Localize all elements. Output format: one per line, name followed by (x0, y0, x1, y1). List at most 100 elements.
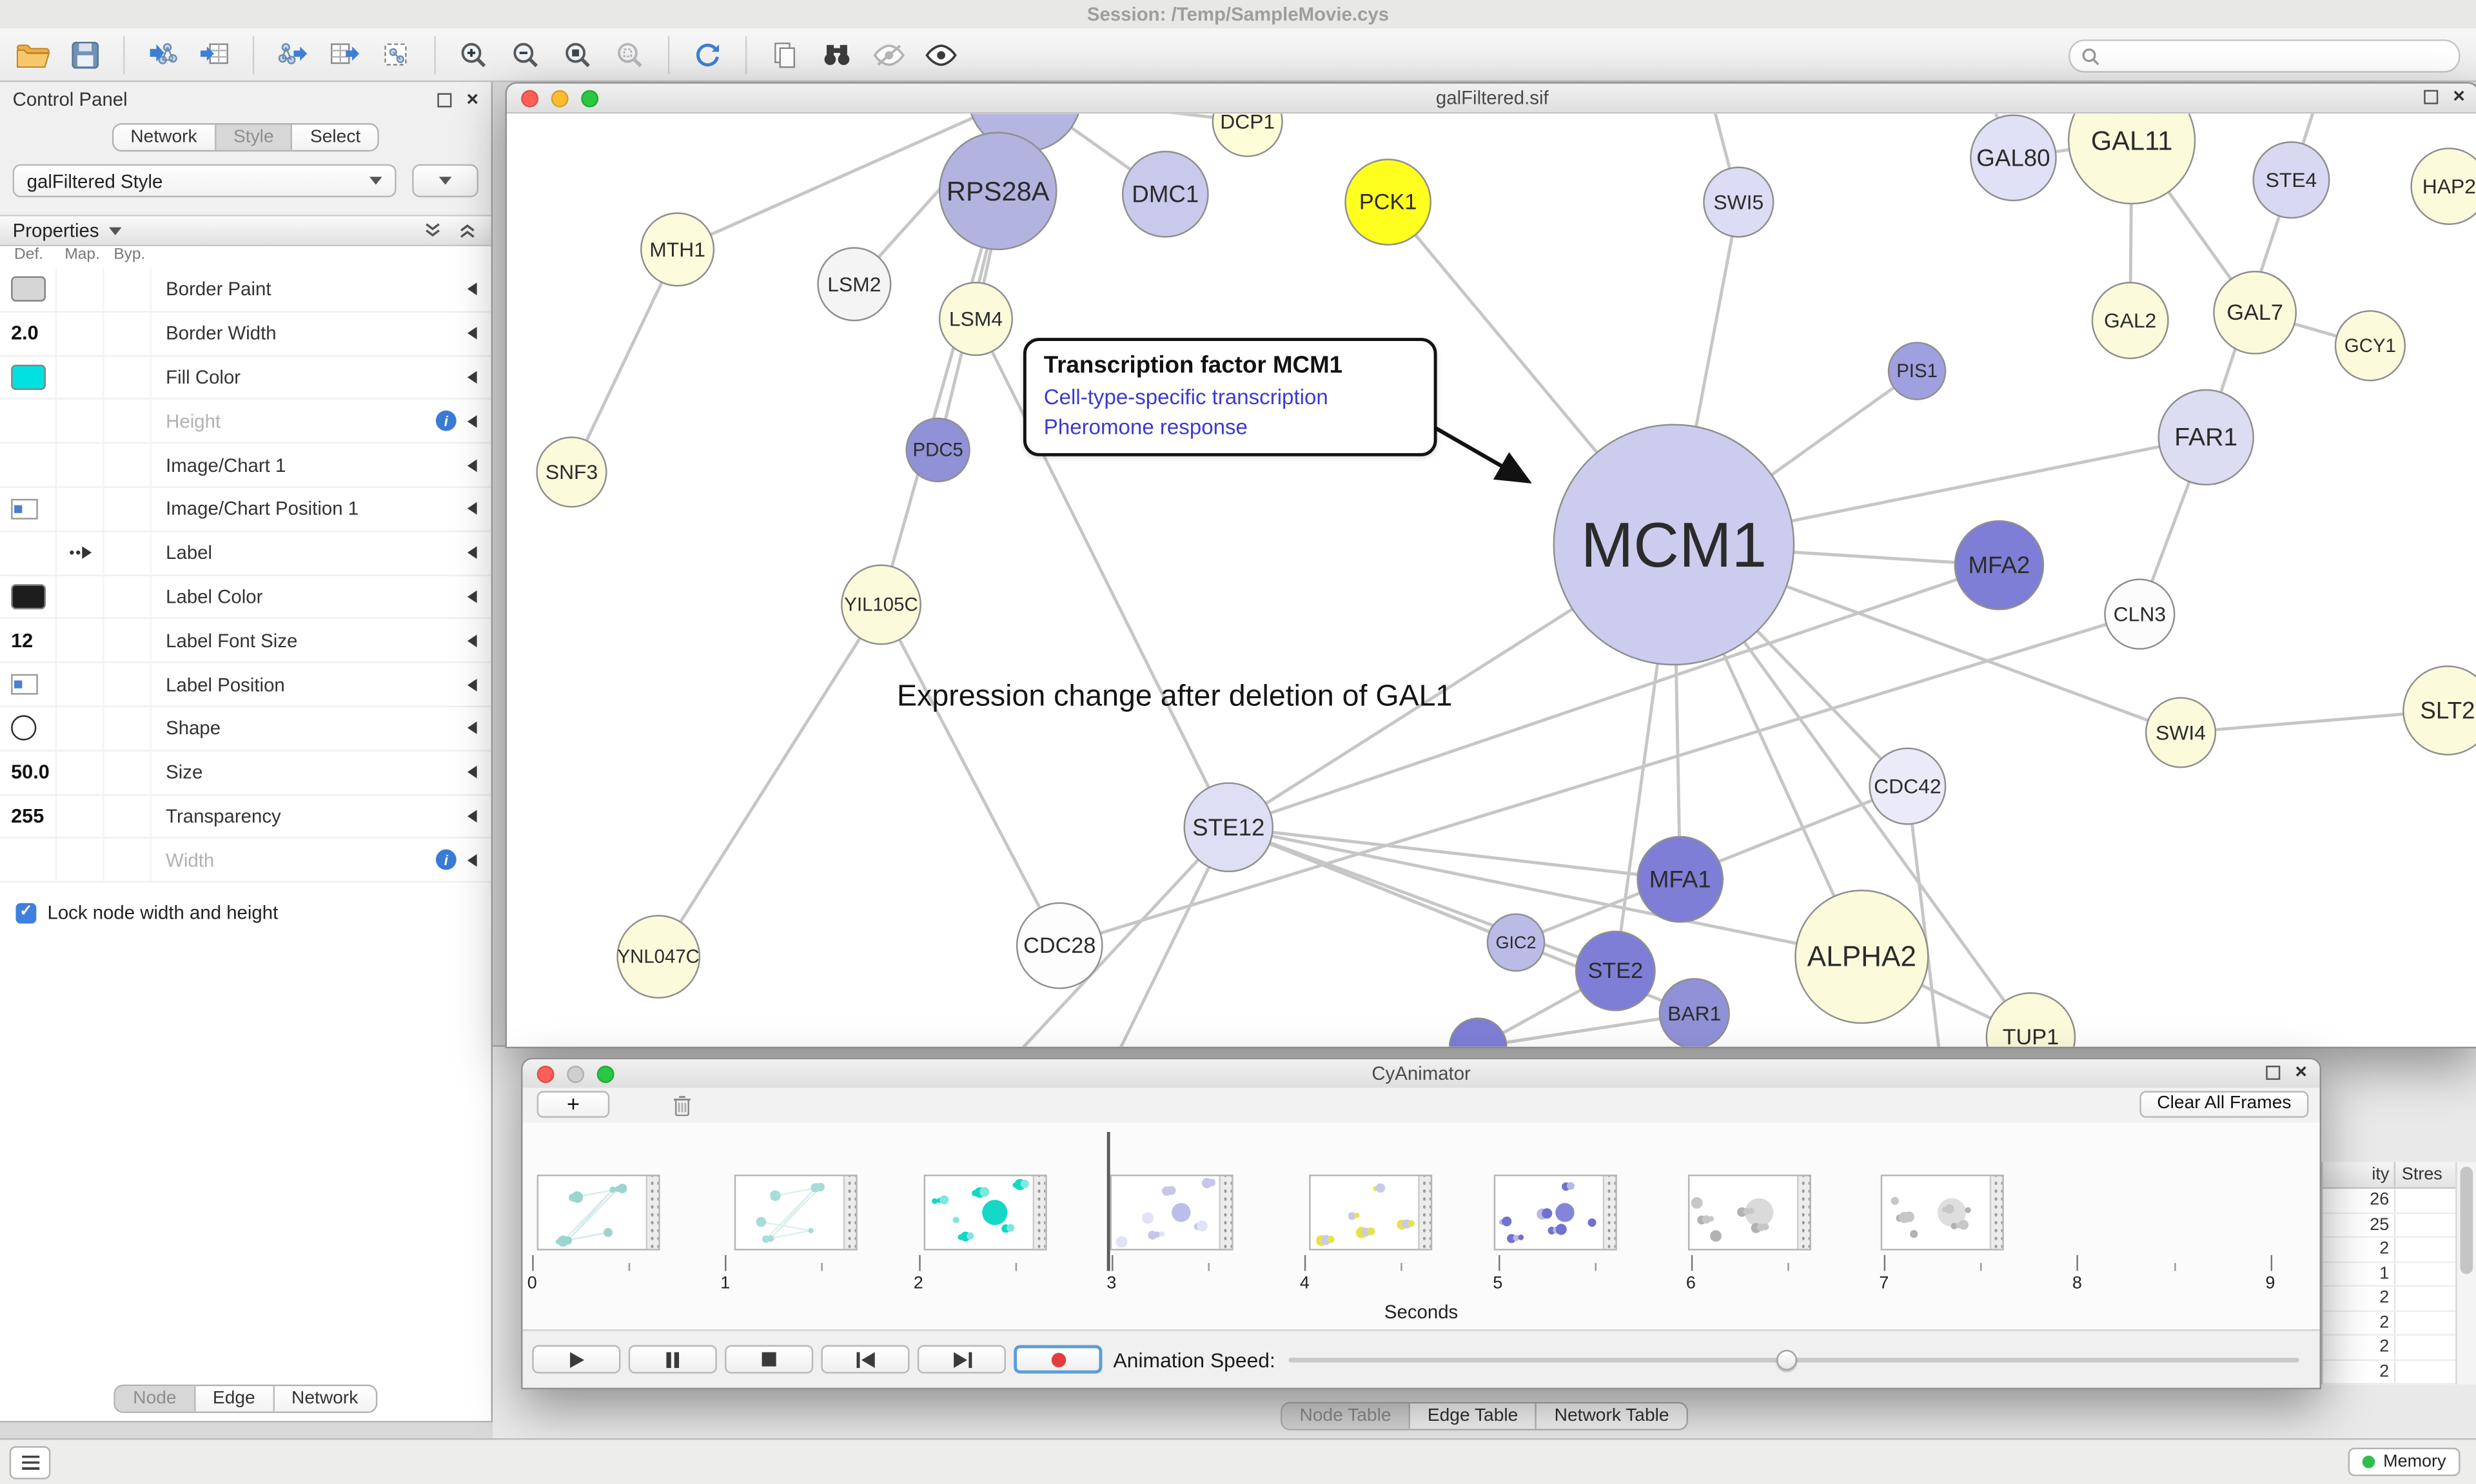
property-bypass-cell[interactable] (104, 795, 152, 837)
property-mapping-cell[interactable] (57, 619, 104, 662)
zoom-selected-button[interactable] (606, 33, 653, 75)
property-bypass-cell[interactable] (104, 619, 152, 662)
animation-speed-slider[interactable] (1288, 1349, 2299, 1371)
property-default-cell[interactable] (0, 707, 57, 750)
export-table-button[interactable] (320, 33, 368, 75)
frame-drag-handle[interactable] (1219, 1176, 1232, 1249)
close-window-button[interactable] (521, 90, 539, 108)
skip-to-end-button[interactable] (917, 1345, 1007, 1374)
network-node-HAP2[interactable]: HAP2 (2410, 147, 2476, 225)
property-mapping-cell[interactable] (57, 400, 104, 443)
property-mapping-cell[interactable] (57, 444, 104, 487)
close-view-icon[interactable]: × (2295, 1059, 2307, 1084)
zoom-out-button[interactable] (502, 33, 549, 75)
network-node-PCK1[interactable]: PCK1 (1344, 159, 1432, 246)
property-mapping-cell[interactable] (57, 663, 104, 706)
column-header[interactable]: Stres (2401, 1165, 2442, 1184)
column-header[interactable]: ity (2323, 1162, 2396, 1187)
property-bypass-cell[interactable] (104, 268, 152, 311)
pause-button[interactable] (628, 1345, 717, 1374)
frame-drag-handle[interactable] (843, 1176, 856, 1249)
float-window-icon[interactable] (2424, 89, 2439, 104)
frame-thumbnail[interactable] (923, 1175, 1047, 1251)
property-bypass-cell[interactable] (104, 356, 152, 399)
frame-drag-handle[interactable] (1602, 1176, 1616, 1249)
property-bypass-cell[interactable] (104, 751, 152, 794)
style-selector-combobox[interactable]: galFiltered Style (12, 164, 397, 198)
expand-row-arrow[interactable] (467, 371, 477, 384)
annotation-box[interactable]: Transcription factor MCM1 Cell-type-spec… (1023, 338, 1437, 456)
info-icon[interactable]: i (435, 850, 457, 871)
network-node-ALPHA2[interactable]: ALPHA2 (1794, 890, 1929, 1024)
property-bypass-cell[interactable] (104, 839, 152, 881)
style-property-row[interactable]: Label Color (0, 575, 491, 620)
network-node-GCY1[interactable]: GCY1 (2334, 310, 2406, 382)
slider-handle[interactable] (1776, 1349, 1797, 1371)
network-node-LSM2[interactable]: LSM2 (817, 247, 892, 322)
network-node-MCM1[interactable]: MCM1 (1553, 424, 1795, 666)
style-options-button[interactable] (412, 164, 479, 198)
global-search-field[interactable] (2068, 39, 2461, 73)
network-node-PDC5[interactable]: PDC5 (905, 417, 970, 483)
minimize-window-button[interactable] (567, 1066, 585, 1084)
expand-row-arrow[interactable] (467, 854, 477, 866)
add-frame-button[interactable]: + (536, 1091, 610, 1118)
property-mapping-cell[interactable] (57, 575, 104, 618)
network-node-CDC42[interactable]: CDC42 (1869, 747, 1947, 825)
expand-row-arrow[interactable] (467, 283, 477, 296)
network-node-MFA2[interactable]: MFA2 (1954, 520, 2045, 610)
property-mapping-cell[interactable] (57, 751, 104, 794)
property-mapping-cell[interactable] (57, 268, 104, 311)
table-row[interactable]: 2 (2323, 1360, 2459, 1385)
network-node-TUP1[interactable]: TUP1 (1985, 992, 2076, 1047)
network-node-YIL105C[interactable]: YIL105C (841, 564, 921, 645)
clear-all-frames-button[interactable]: Clear All Frames (2139, 1091, 2309, 1118)
search-network-button[interactable] (813, 33, 860, 75)
table-row[interactable]: 1 (2323, 1262, 2459, 1287)
network-node-PIS1[interactable]: PIS1 (1887, 342, 1947, 400)
show-all-button[interactable] (918, 33, 965, 75)
network-node-CDC28[interactable]: CDC28 (1016, 902, 1103, 990)
open-session-button[interactable] (10, 33, 57, 75)
network-node-FAR1[interactable]: FAR1 (2157, 389, 2254, 486)
collapse-all-icon[interactable] (457, 221, 478, 240)
frame-thumbnail[interactable] (1687, 1175, 1811, 1251)
property-default-cell[interactable] (0, 575, 57, 618)
float-panel-icon[interactable] (438, 92, 453, 107)
network-node-SLT2[interactable]: SLT2 (2402, 665, 2476, 756)
close-panel-icon[interactable]: × (466, 86, 479, 111)
property-mapping-cell[interactable] (57, 312, 104, 355)
memory-button[interactable]: Memory (2348, 1447, 2461, 1476)
tab-node-style[interactable]: Node (115, 1386, 195, 1412)
frame-thumbnail[interactable] (1880, 1175, 2004, 1251)
expand-row-arrow[interactable] (467, 458, 477, 472)
property-bypass-cell[interactable] (104, 400, 152, 443)
frame-thumbnail[interactable] (1493, 1175, 1617, 1251)
network-node-SWI5[interactable]: SWI5 (1703, 166, 1774, 238)
skip-to-start-button[interactable] (821, 1345, 910, 1374)
property-default-cell[interactable] (0, 268, 57, 311)
expand-row-arrow[interactable] (467, 634, 477, 647)
property-default-cell[interactable]: 2.0 (0, 312, 57, 355)
expand-row-arrow[interactable] (467, 722, 477, 735)
refresh-view-button[interactable] (683, 33, 731, 75)
property-mapping-cell[interactable] (57, 487, 104, 531)
network-node-RPS28A[interactable]: RPS28A (938, 132, 1057, 251)
network-node-CLN3[interactable]: CLN3 (2104, 578, 2176, 650)
table-row[interactable]: 2 (2323, 1286, 2459, 1311)
property-mapping-cell[interactable] (57, 839, 104, 881)
property-mapping-cell[interactable] (57, 356, 104, 399)
network-node-SNF3[interactable]: SNF3 (536, 436, 607, 508)
network-node-LSM4[interactable]: LSM4 (938, 282, 1014, 356)
frame-thumbnail[interactable] (1309, 1175, 1433, 1251)
property-default-cell[interactable] (0, 487, 57, 531)
property-mapping-cell[interactable] (57, 795, 104, 837)
style-property-row[interactable]: Label Position (0, 663, 491, 708)
property-default-cell[interactable]: 255 (0, 795, 57, 837)
tab-network[interactable]: Network (113, 124, 217, 150)
frame-thumbnail[interactable] (734, 1175, 858, 1251)
